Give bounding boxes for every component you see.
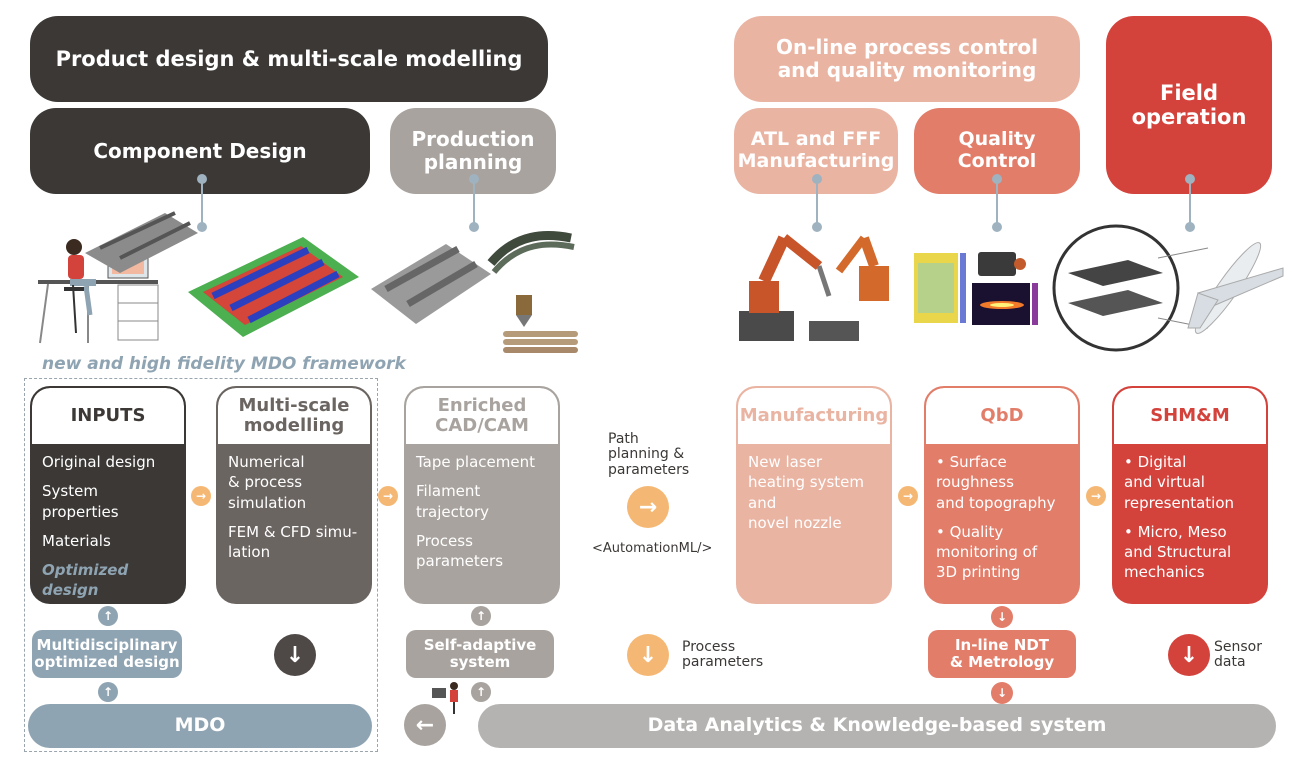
manufacturing-title: Manufacturing [738,388,890,444]
arrow-right-icon: → [378,486,398,506]
camera-illustration [978,252,1026,276]
arrow-right-icon: → [1086,486,1106,506]
inputs-item-optimized: Optimized design [42,561,129,600]
stiffened-panel-illustration [85,211,198,273]
enriched-title: Enriched CAD/CAM [406,388,558,444]
sensor-arrow-down-icon: ↓ [1168,634,1210,676]
qbd-item: • Quality monitoring of 3D printing [936,522,1038,582]
atl-fff-box: ATL and FFF Manufacturing [734,108,898,194]
enriched-item: Process parameters [416,531,504,570]
qbd-item: • Surface roughness and topography [936,453,1056,512]
field-operation-box: Field operation [1106,16,1272,194]
connector-dot [469,222,479,232]
arrow-up-icon: ↑ [471,606,491,626]
sensor-data-label: Sensor data [1214,639,1262,671]
self-adaptive-box: Self-adaptive system [406,630,554,678]
connector-dot [992,222,1002,232]
inputs-title: INPUTS [32,388,184,444]
process-parameters-label: Process parameters [682,639,764,671]
qbd-card: QbD • Surface roughness and topography •… [924,386,1080,604]
composite-plies-illustration [487,231,575,274]
connector-dot [812,222,822,232]
arrow-left-icon: ← [404,704,446,746]
arrow-down-icon: ↓ [991,606,1013,628]
mdo-framework-outline [24,378,378,752]
shm-card: SHM&M • Digital and virtual representati… [1112,386,1268,604]
operator-illustration [432,682,458,714]
connector-dot [1185,174,1195,184]
arrow-right-icon: → [898,486,918,506]
arrow-right-icon: → [191,486,211,506]
connector-dot [992,174,1002,184]
enriched-cadcam-card: Enriched CAD/CAM Tape placement Filament… [404,386,560,604]
arrow-down-icon: ↓ [274,634,316,676]
thermography-map-illustration [914,253,966,323]
connector-field [1189,178,1191,224]
data-analytics-bar: Data Analytics & Knowledge-based system [478,704,1276,748]
mdo-bar: MDO [28,704,372,748]
arrow-down-icon: ↓ [991,682,1013,704]
multiscale-item: Numerical & process simulation [228,453,307,512]
production-panel-illustration [371,244,491,324]
inline-ndt-box: In-line NDT & Metrology [928,630,1076,678]
multiscale-title: Multi-scale modelling [218,388,370,444]
multiscale-card: Multi-scale modelling Numerical & proces… [216,386,372,604]
product-design-banner: Product design & multi-scale modelling [30,16,548,102]
connector-component [201,178,203,224]
enriched-item: Tape placement [416,453,535,471]
manufacturing-card: Manufacturing New laser heating system a… [736,386,892,604]
connector-dot [1185,222,1195,232]
qbd-title: QbD [926,388,1078,444]
process-arrow-down-icon: ↓ [627,634,669,676]
multiscale-item: FEM & CFD simu- lation [228,522,358,561]
connector-dot [197,222,207,232]
connector-dot [197,174,207,184]
manufacturing-item: New laser heating system and novel nozzl… [748,453,865,532]
shm-item: • Micro, Meso and Structural mechanics [1124,522,1232,582]
shm-title: SHM&M [1114,388,1266,444]
mdo-framework-label: new and high fidelity MDO framework [42,354,406,374]
production-planning-box: Production planning [390,108,556,194]
inputs-item: System properties [42,482,119,521]
arrow-up-icon: ↑ [471,682,491,702]
connector-atl [816,178,818,224]
connector-quality [996,178,998,224]
enriched-item: Filament trajectory [416,482,489,521]
inputs-item: Original design [42,453,156,471]
connector-dot [469,174,479,184]
fff-nozzle-illustration [503,295,578,353]
connector-production [473,178,475,224]
multidisciplinary-box: Multidisciplinary optimized design [32,630,182,678]
arrow-up-icon: ↑ [98,606,118,626]
inputs-card: INPUTS Original design System properties… [30,386,186,604]
robot-arms-illustration [739,234,889,341]
arrow-up-icon: ↑ [98,682,118,702]
simulation-panel-illustration [188,237,359,337]
automationml-label: <AutomationML/> [592,541,713,556]
thermal-image-illustration [972,283,1038,325]
online-process-control-banner: On-line process control and quality moni… [734,16,1080,102]
path-planning-label: Path planning & parameters [608,431,690,478]
connector-dot [812,174,822,184]
aircraft-illustration [1052,224,1284,352]
inputs-item: Materials [42,531,111,550]
shm-item: • Digital and virtual representation [1124,453,1235,512]
path-arrow-right-icon: → [627,486,669,528]
